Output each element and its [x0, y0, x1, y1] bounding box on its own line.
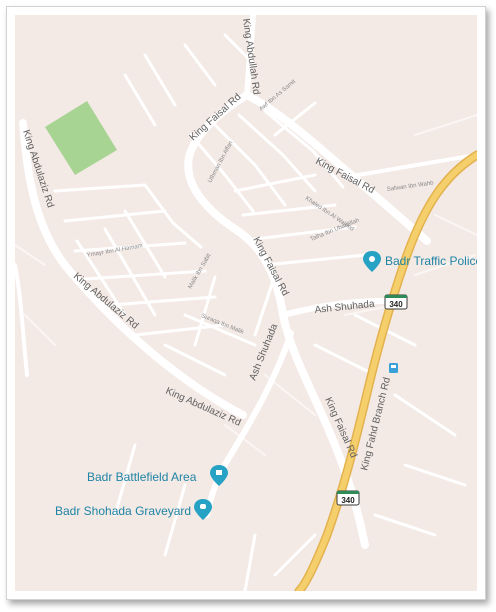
route-shield-north-label: 340 [389, 300, 403, 309]
poi-badr-traffic-police[interactable]: Badr Traffic Police [363, 251, 477, 272]
police-pin-icon [363, 251, 381, 272]
cemetery-pin-icon [194, 499, 212, 520]
poi-badr-battlefield-area-label: Badr Battlefield Area [87, 470, 197, 484]
major-roads [15, 15, 477, 549]
king-fahd-branch-rd-line[interactable] [296, 152, 477, 591]
park-area [45, 101, 117, 175]
route-shield-south-label: 340 [341, 496, 355, 505]
map-frame: 340 340 King Abdullah Rd King Faisal Rd … [6, 6, 486, 600]
poi-badr-traffic-police-label: Badr Traffic Police [385, 254, 477, 268]
map-canvas[interactable]: 340 340 King Abdullah Rd King Faisal Rd … [15, 15, 477, 591]
landmark-pin-icon [210, 465, 228, 486]
route-shield-south: 340 [336, 490, 360, 506]
map-view[interactable]: 340 340 King Abdullah Rd King Faisal Rd … [15, 15, 477, 591]
bus-stop-icon[interactable] [389, 363, 398, 373]
poi-badr-battlefield-area[interactable]: Badr Battlefield Area [87, 465, 228, 486]
poi-badr-shohada-graveyard[interactable]: Badr Shohada Graveyard [55, 499, 212, 520]
poi-badr-shohada-graveyard-label: Badr Shohada Graveyard [55, 504, 191, 518]
route-shield-north: 340 [384, 294, 408, 310]
